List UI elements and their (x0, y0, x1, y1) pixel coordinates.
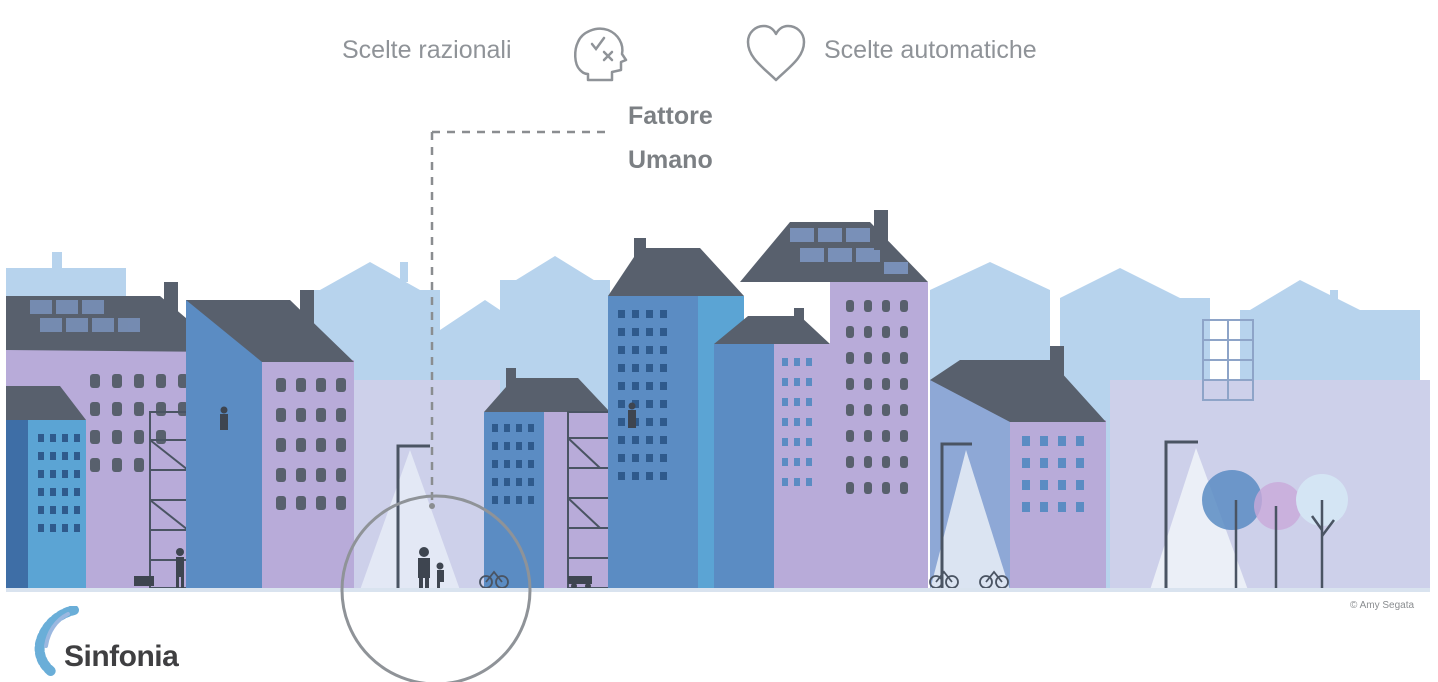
head-choice-icon (574, 27, 628, 82)
image-credit: © Amy Segata (1350, 600, 1415, 611)
heart-icon (746, 24, 806, 82)
sinfonia-logo-text: Sinfonia (64, 640, 179, 673)
callout-line-1: Fattore (628, 102, 713, 130)
automatic-choices-label: Scelte automatiche (824, 36, 1037, 64)
callout-line-2: Umano (628, 146, 713, 174)
sinfonia-logo-icon (34, 606, 79, 676)
rational-choices-label: Scelte razionali (342, 36, 512, 64)
